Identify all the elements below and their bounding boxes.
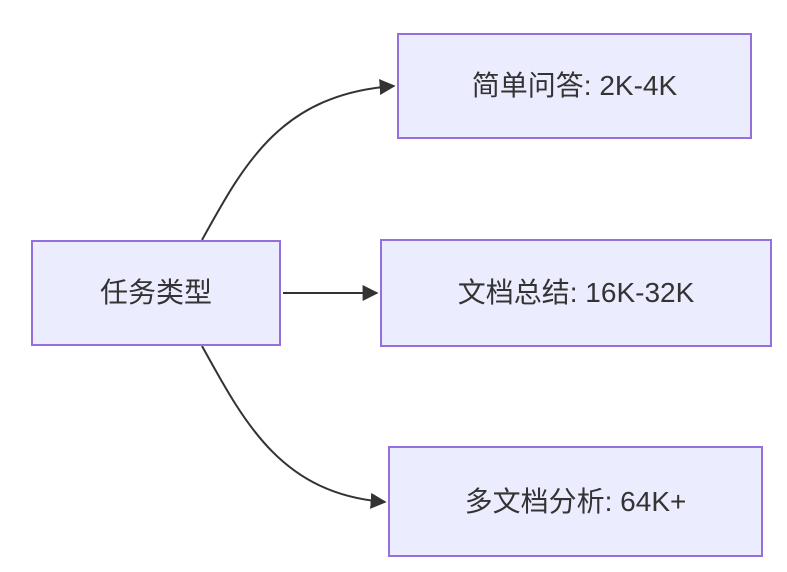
node-simple-qa: 简单问答: 2K-4K	[397, 33, 752, 139]
edge-arrow-to-multi-doc	[201, 345, 387, 509]
node-multi-doc-label: 多文档分析: 64K+	[464, 485, 687, 517]
node-multi-doc: 多文档分析: 64K+	[388, 446, 763, 557]
node-task-type: 任务类型	[31, 240, 281, 346]
node-simple-qa-label: 简单问答: 2K-4K	[471, 70, 678, 102]
node-task-type-label: 任务类型	[99, 277, 212, 309]
node-doc-summary: 文档总结: 16K-32K	[380, 239, 772, 347]
edge-arrow-to-simple-qa	[201, 79, 396, 241]
node-doc-summary-label: 文档总结: 16K-32K	[457, 277, 695, 309]
